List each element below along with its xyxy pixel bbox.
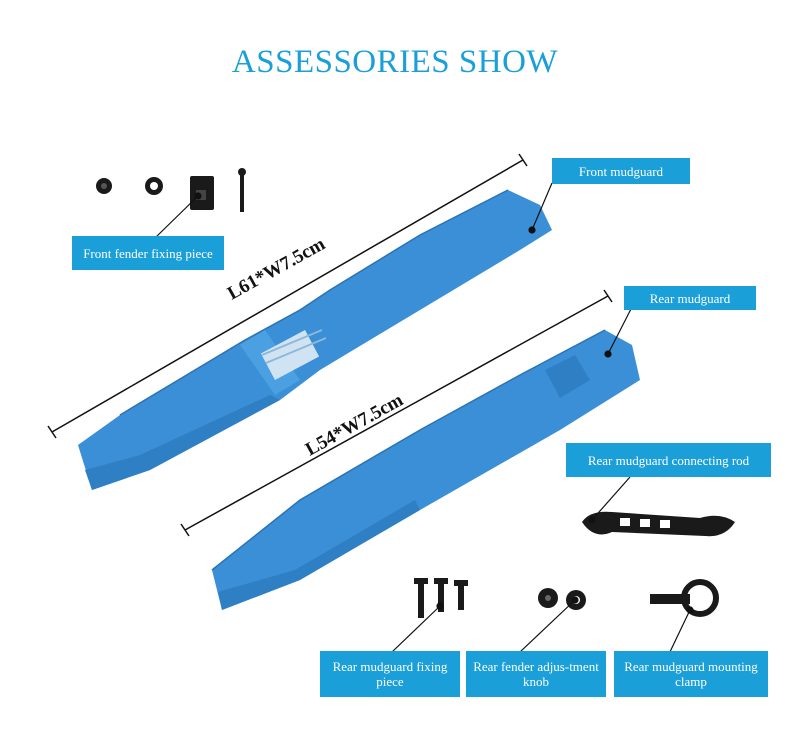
rear-mudguard — [211, 329, 640, 610]
rear-dimension-line — [180, 289, 613, 537]
adjustment-knobs — [538, 588, 586, 610]
front-dimension-line — [47, 153, 528, 439]
page-title: ASSESSORIES SHOW — [231, 44, 559, 80]
label-front-mudguard: Front mudguard — [552, 158, 690, 184]
front-fixing-parts — [96, 168, 246, 212]
label-rear-mudguard: Rear mudguard — [624, 286, 756, 310]
label-front-fender-fixing-piece: Front fender fixing piece — [72, 236, 224, 270]
rear-fixing-bolts — [414, 578, 468, 618]
mounting-clamp — [650, 579, 719, 617]
leader-lines — [154, 182, 694, 657]
front-mudguard — [78, 189, 552, 490]
connecting-rod — [582, 511, 735, 537]
label-rear-mudguard-fixing-piece: Rear mudguard fixing piece — [320, 651, 460, 697]
label-rear-fender-adjustment-knob: Rear fender adjus-tment knob — [466, 651, 606, 697]
label-rear-mudguard-mounting-clamp: Rear mudguard mounting clamp — [614, 651, 768, 697]
label-rear-mudguard-connecting-rod: Rear mudguard connecting rod — [566, 443, 771, 477]
